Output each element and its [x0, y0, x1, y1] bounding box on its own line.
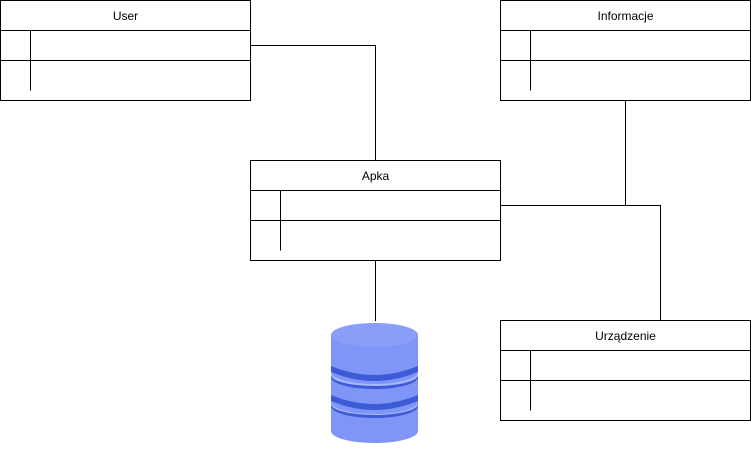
entity-box — [500, 0, 751, 101]
connector-user-apka[interactable] — [250, 45, 376, 161]
connector-apka-urzadzenie[interactable] — [500, 205, 661, 321]
entity-title: Apka — [362, 169, 390, 183]
connector-informacje-apka[interactable] — [500, 100, 626, 206]
entity-user[interactable]: User — [0, 0, 251, 101]
entity-title: User — [113, 9, 138, 23]
entity-urzadzenie[interactable]: Urządzenie — [500, 320, 751, 421]
connectors — [250, 45, 661, 321]
entity-apka[interactable]: Apka — [250, 160, 501, 261]
database-icon[interactable] — [331, 323, 418, 443]
entity-title: Informacje — [597, 9, 653, 23]
entity-box — [0, 0, 251, 101]
entity-box — [500, 320, 751, 421]
entity-informacje[interactable]: Informacje — [500, 0, 751, 101]
entity-box — [250, 160, 501, 261]
entity-title: Urządzenie — [595, 329, 656, 343]
